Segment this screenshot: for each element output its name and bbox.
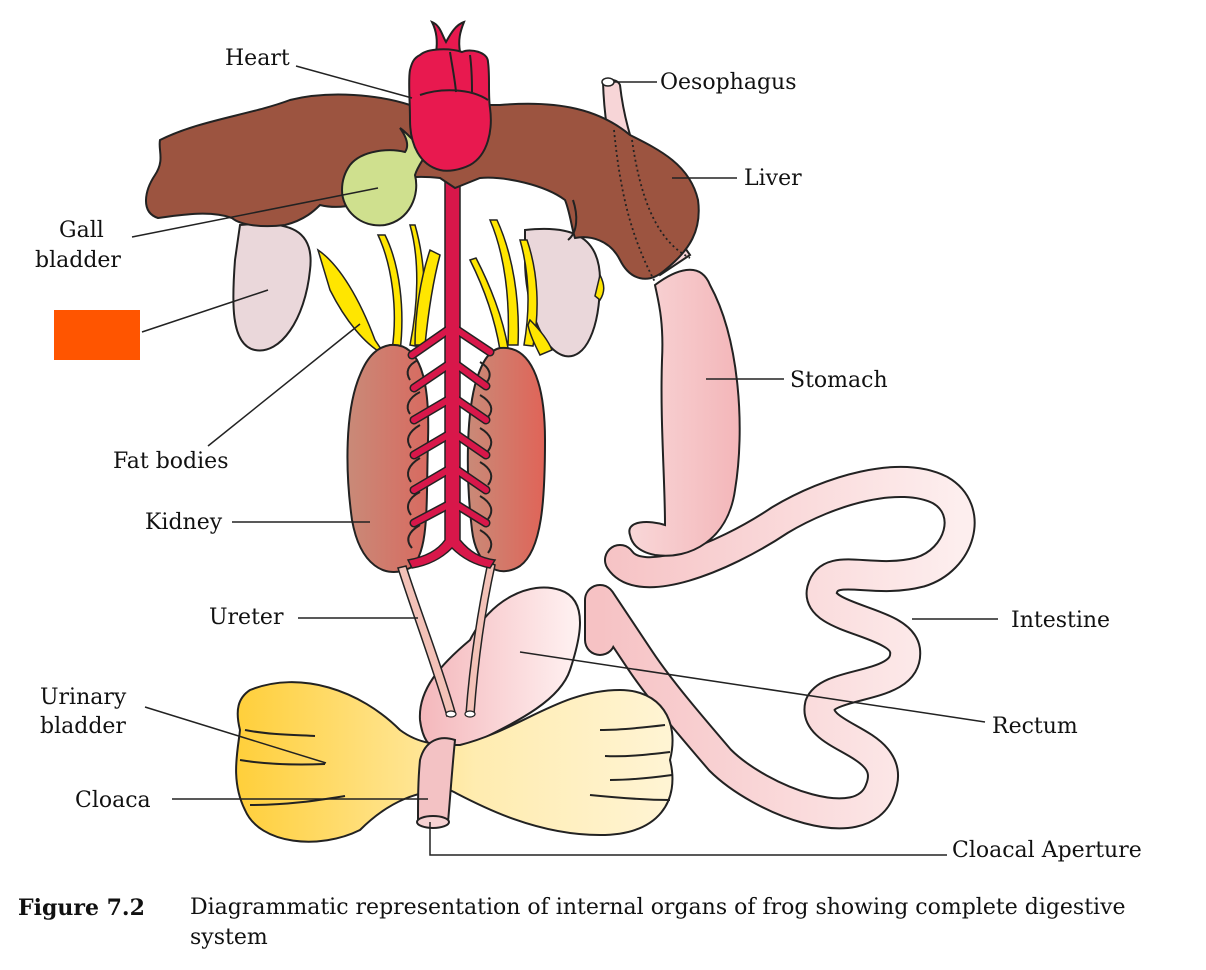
rectum-shape: [418, 586, 581, 752]
left-lung: [232, 222, 312, 352]
label-fat-bodies: Fat bodies: [113, 449, 229, 474]
label-rectum: Rectum: [992, 714, 1078, 739]
dorsal-aorta: [406, 174, 497, 569]
label-heart: Heart: [225, 46, 290, 71]
label-gall-bladder-line2: bladder: [35, 248, 121, 273]
oesophagus-behind-liver: [613, 129, 691, 283]
fat-bodies-shape: [316, 219, 605, 357]
label-intestine: Intestine: [1011, 608, 1111, 633]
liver-shape: [145, 93, 700, 280]
cloaca-tube: [416, 737, 457, 823]
label-liver: Liver: [744, 166, 802, 191]
heart-shape: [408, 20, 492, 172]
label-ureter: Ureter: [209, 605, 284, 630]
intestine-shape: [584, 465, 976, 830]
label-cloaca: Cloaca: [75, 788, 151, 813]
bladder-folds: [239, 724, 673, 806]
redaction-box: [54, 310, 140, 360]
cloacal-aperture-opening: [416, 815, 450, 829]
label-urinary-bladder-line2: bladder: [40, 714, 126, 739]
caption-number: Figure 7.2: [18, 895, 145, 921]
label-cloacal-aperture: Cloacal Aperture: [952, 838, 1142, 863]
right-kidney: [466, 346, 547, 573]
label-oesophagus: Oesophagus: [660, 70, 797, 95]
stomach-shape: [628, 268, 741, 557]
label-gall-bladder-line1: Gall: [59, 218, 104, 243]
label-kidney: Kidney: [145, 510, 223, 535]
label-stomach: Stomach: [790, 368, 888, 393]
gall-bladder-shape: [340, 127, 430, 227]
kidney-lobes: [406, 359, 493, 554]
label-urinary-bladder-line1: Urinary: [40, 685, 127, 710]
leader-lines: [131, 65, 998, 856]
caption-text: Diagrammatic representation of internal …: [190, 895, 1126, 950]
